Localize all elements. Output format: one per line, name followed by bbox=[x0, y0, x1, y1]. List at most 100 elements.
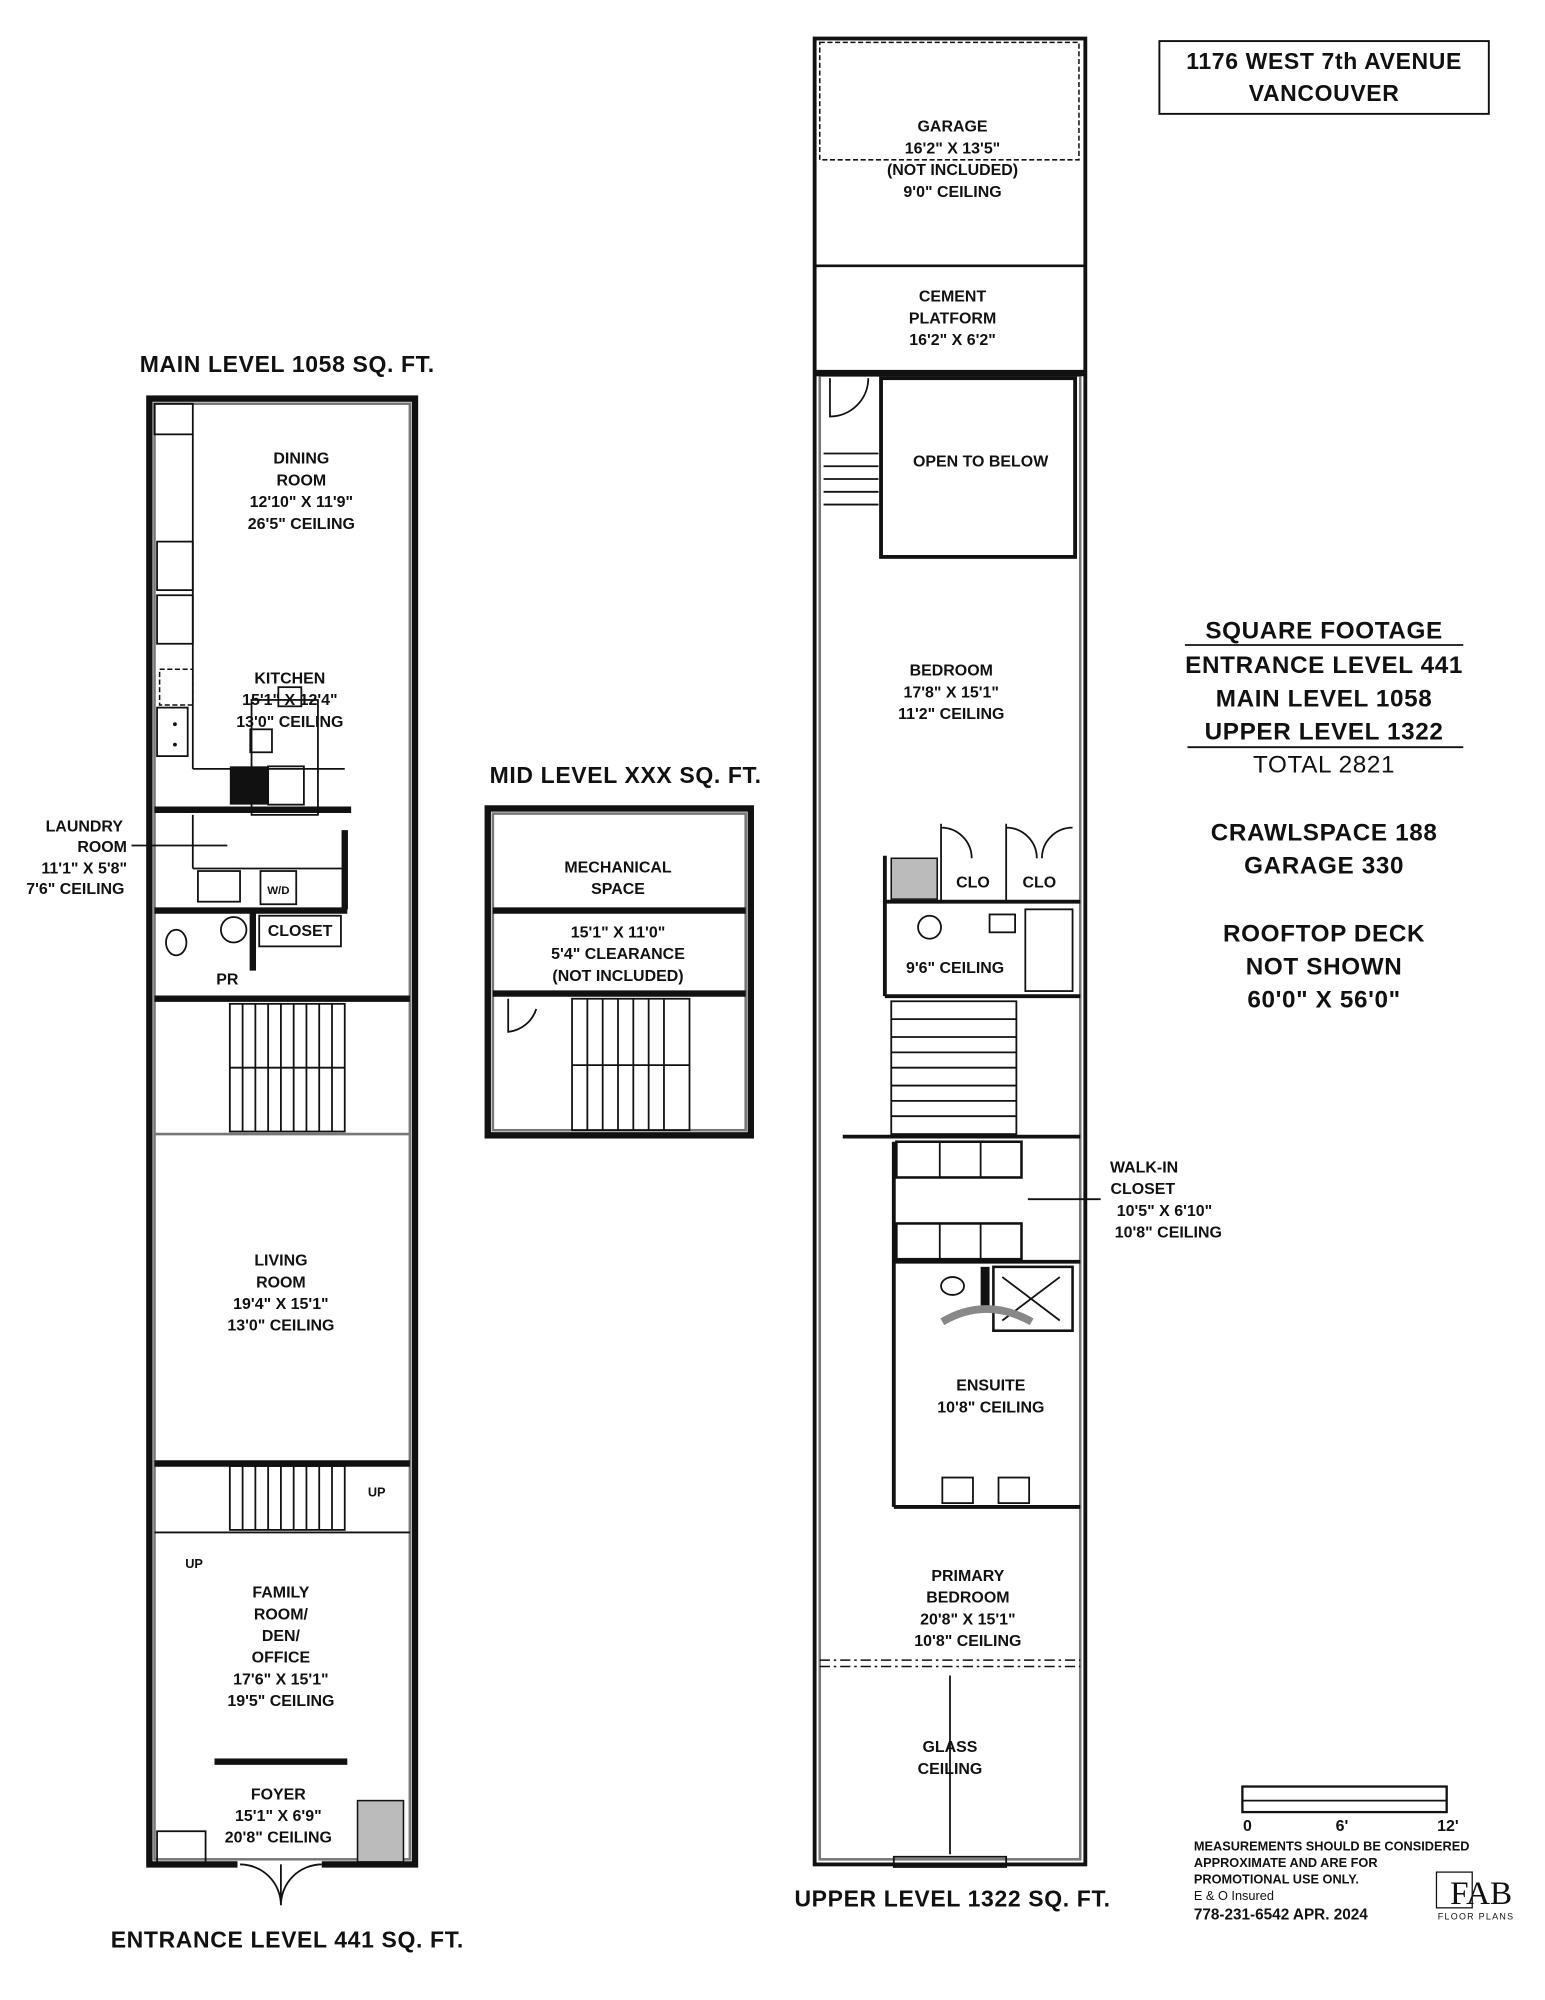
label-text: 17'6" X 15'1" bbox=[233, 1671, 328, 1688]
label-text: FAMILY bbox=[252, 1585, 309, 1602]
label-text: GLASS bbox=[922, 1739, 977, 1756]
label-text: 20'8" CEILING bbox=[225, 1830, 332, 1847]
label-text: PROMOTIONAL USE ONLY. bbox=[1194, 1872, 1359, 1887]
label-text: SPACE bbox=[591, 881, 645, 898]
dining-room-label: DINING ROOM 12'10" X 11'9" 26'5" CEILING bbox=[248, 451, 355, 533]
up-label: UP bbox=[185, 1556, 203, 1571]
laundry-room-label: LAUNDRY ROOM 11'1" X 5'8" 7'6" CEILING bbox=[26, 818, 228, 898]
label-text: KITCHEN bbox=[254, 670, 325, 687]
label-text: 11'2" CEILING bbox=[898, 706, 1004, 723]
label-text: 19'5" CEILING bbox=[227, 1693, 334, 1710]
label-text: ENSUITE bbox=[956, 1378, 1026, 1395]
label-text: FAB bbox=[1450, 1875, 1512, 1912]
garage-label: GARAGE 16'2" X 13'5" (NOT INCLUDED) 9'0"… bbox=[887, 119, 1018, 201]
main-level-title: MAIN LEVEL 1058 SQ. FT. bbox=[140, 351, 435, 377]
living-room-label: LIVING ROOM 19'4" X 15'1" 13'0" CEILING bbox=[227, 1253, 334, 1335]
label-text: 15'1" X 12'4" bbox=[242, 692, 337, 709]
glass-ceiling-label: GLASS CEILING bbox=[918, 1739, 983, 1778]
powder-room-label: PR bbox=[216, 972, 239, 989]
label-text: BEDROOM bbox=[926, 1590, 1009, 1607]
label-text: 9'0" CEILING bbox=[903, 184, 1001, 201]
label-text: 13'0" CEILING bbox=[227, 1318, 334, 1335]
summary-upper: UPPER LEVEL 1322 bbox=[1205, 719, 1444, 746]
label-text: 12'10" X 11'9" bbox=[250, 494, 353, 511]
label-text: (NOT INCLUDED) bbox=[887, 162, 1018, 179]
address-line2: VANCOUVER bbox=[1249, 80, 1400, 106]
main-level-plan: MAIN LEVEL 1058 SQ. FT. DINING ROOM 12'1… bbox=[26, 351, 464, 1953]
summary-title: SQUARE FOOTAGE bbox=[1205, 618, 1443, 645]
summary-deck-note: NOT SHOWN bbox=[1246, 953, 1403, 980]
washer-dryer-label: W/D bbox=[267, 885, 289, 897]
stairs-entrance bbox=[228, 1465, 346, 1531]
cement-platform-label: CEMENT PLATFORM 16'2" X 6'2" bbox=[909, 289, 996, 349]
kitchen-label: KITCHEN 15'1" X 12'4" 13'0" CEILING bbox=[236, 670, 343, 730]
scale-6: 6' bbox=[1336, 1818, 1349, 1835]
address-box: 1176 WEST 7th AVENUE VANCOUVER bbox=[1158, 40, 1490, 115]
label-text: 16'2" X 13'5" bbox=[905, 140, 1000, 157]
label-text: 19'4" X 15'1" bbox=[233, 1296, 328, 1313]
label-text: CLOSET bbox=[1110, 1181, 1175, 1198]
label-text: MEASUREMENTS SHOULD BE CONSIDERED bbox=[1194, 1838, 1470, 1853]
label-text: 15'1" X 6'9" bbox=[235, 1808, 322, 1825]
label-text: 15'1" X 11'0" bbox=[571, 924, 666, 941]
open-to-below-label: OPEN TO BELOW bbox=[913, 453, 1049, 470]
label-text: (NOT INCLUDED) bbox=[552, 968, 683, 985]
scale-12: 12' bbox=[1437, 1818, 1459, 1835]
primary-bedroom-label: PRIMARY BEDROOM 20'8" X 15'1" 10'8" CEIL… bbox=[914, 1568, 1021, 1650]
label-text: CEMENT bbox=[919, 289, 987, 306]
label-text: CEILING bbox=[918, 1761, 983, 1778]
label-text: FOYER bbox=[251, 1786, 306, 1803]
stairs-main bbox=[228, 1002, 346, 1133]
label-text: 10'8" CEILING bbox=[1115, 1224, 1222, 1241]
mid-level-plan: MID LEVEL XXX SQ. FT. MECHANICAL SPACE 1… bbox=[484, 762, 762, 1139]
label-text: ROOM bbox=[277, 472, 327, 489]
label-text: 11'1" X 5'8" bbox=[41, 861, 127, 878]
label-text: OFFICE bbox=[252, 1650, 311, 1667]
disclaimer: MEASUREMENTS SHOULD BE CONSIDERED APPROX… bbox=[1194, 1838, 1470, 1923]
label-text: 5'4" CLEARANCE bbox=[551, 946, 685, 963]
label-text: 16'2" X 6'2" bbox=[909, 332, 996, 349]
label-text: DEN/ bbox=[262, 1628, 301, 1645]
label-text: DINING bbox=[273, 451, 329, 468]
label-text: 17'8" X 15'1" bbox=[904, 684, 999, 701]
label-text: 10'8" CEILING bbox=[937, 1399, 1044, 1416]
closet-1-label: CLO bbox=[956, 875, 990, 892]
upper-level-title: UPPER LEVEL 1322 SQ. FT. bbox=[794, 1886, 1110, 1912]
up-label: UP bbox=[368, 1485, 386, 1500]
label-text: ROOM bbox=[256, 1274, 306, 1291]
bathroom-ceiling-label: 9'6" CEILING bbox=[906, 960, 1004, 977]
summary-garage: GARAGE 330 bbox=[1244, 853, 1404, 880]
stairs-upper-top bbox=[823, 452, 879, 506]
fab-floor-plans-logo: FAB FLOOR PLANS bbox=[1435, 1871, 1513, 1921]
summary-deck: ROOFTOP DECK bbox=[1223, 920, 1425, 947]
label-text: E & O Insured bbox=[1194, 1888, 1274, 1903]
label-text: WALK-IN bbox=[1110, 1159, 1178, 1176]
label-text: LIVING bbox=[254, 1253, 307, 1270]
closet-2-label: CLO bbox=[1023, 875, 1057, 892]
ensuite-label: ENSUITE 10'8" CEILING bbox=[937, 1378, 1044, 1417]
label-text: PLATFORM bbox=[909, 310, 996, 327]
entrance-level-title: ENTRANCE LEVEL 441 SQ. FT. bbox=[111, 1926, 464, 1952]
label-text: ROOM bbox=[77, 839, 127, 856]
summary-entrance: ENTRANCE LEVEL 441 bbox=[1185, 652, 1463, 679]
label-text: 10'8" CEILING bbox=[914, 1633, 1021, 1650]
label-text: APPROXIMATE AND ARE FOR bbox=[1194, 1855, 1378, 1870]
contact-date: 778-231-6542 APR. 2024 bbox=[1194, 1906, 1368, 1923]
stairs-upper bbox=[890, 1000, 1018, 1135]
label-text: ROOM/ bbox=[254, 1606, 309, 1623]
stairs-mid bbox=[571, 997, 691, 1132]
label-text: GARAGE bbox=[918, 119, 988, 136]
summary-deck-size: 60'0" X 56'0" bbox=[1247, 987, 1400, 1014]
mid-level-title: MID LEVEL XXX SQ. FT. bbox=[490, 762, 762, 788]
scale-0: 0 bbox=[1243, 1818, 1252, 1835]
label-text: LAUNDRY bbox=[46, 818, 124, 835]
scale-bar: 0 6' 12' bbox=[1241, 1785, 1459, 1835]
closet-label: CLOSET bbox=[268, 923, 333, 940]
address-line1: 1176 WEST 7th AVENUE bbox=[1186, 48, 1462, 74]
label-text: 13'0" CEILING bbox=[236, 714, 343, 731]
label-text: MECHANICAL bbox=[564, 859, 671, 876]
label-text: 10'5" X 6'10" bbox=[1117, 1203, 1212, 1220]
summary-total: TOTAL 2821 bbox=[1253, 752, 1395, 779]
label-text: 7'6" CEILING bbox=[26, 881, 124, 898]
